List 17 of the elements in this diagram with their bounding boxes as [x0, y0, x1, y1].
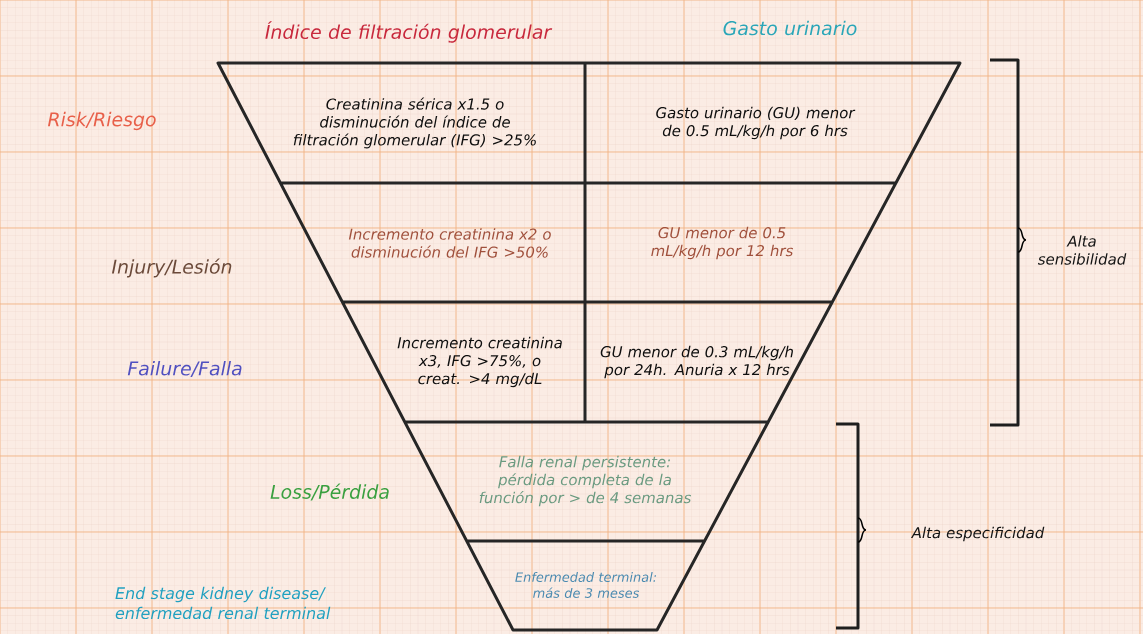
stage-label: Risk/Riesgo	[47, 111, 156, 131]
cell-text: Enfermedad terminal: más de 3 meses	[515, 572, 657, 598]
bracket-label: Alta especificidad	[910, 526, 1045, 542]
cell-text: Gasto urinario (GU) menor de 0.5 mL/kg/h por 6 hrs	[656, 106, 856, 140]
cell-text: GU menor de 0.3 mL/kg/h por 24h. Anuria x 12 hrs	[600, 345, 793, 379]
bracket-label: Alta sensibilidad	[1037, 235, 1127, 265]
stage-label: Failure/Falla	[127, 360, 242, 378]
cell-text: Incremento creatinina x2 o disminución del IFG >50%	[348, 228, 551, 258]
column-heading: Índice de filtración glomerular	[265, 21, 553, 43]
cell-text: GU menor de 0.5 mL/kg/h por 12 hrs	[651, 226, 793, 260]
cell-text: Creatinina sérica x1.5 o disminución del índice de filtración glomerular (IFG) >25%	[293, 97, 536, 149]
stage-label: Loss/Pérdida	[270, 483, 389, 501]
stage-label: End stage kidney disease/ enfermedad renal terminal	[115, 586, 331, 620]
stage-label: Injury/Lesión	[112, 258, 232, 278]
column-heading: Gasto urinario	[723, 20, 857, 36]
cell-text: Falla renal persistente: pérdida completa de la función por > de 4 semanas	[479, 455, 692, 507]
cell-text: Incremento creatinina x3, IFG >75%, o creat. >4 mg/dL	[397, 336, 562, 388]
